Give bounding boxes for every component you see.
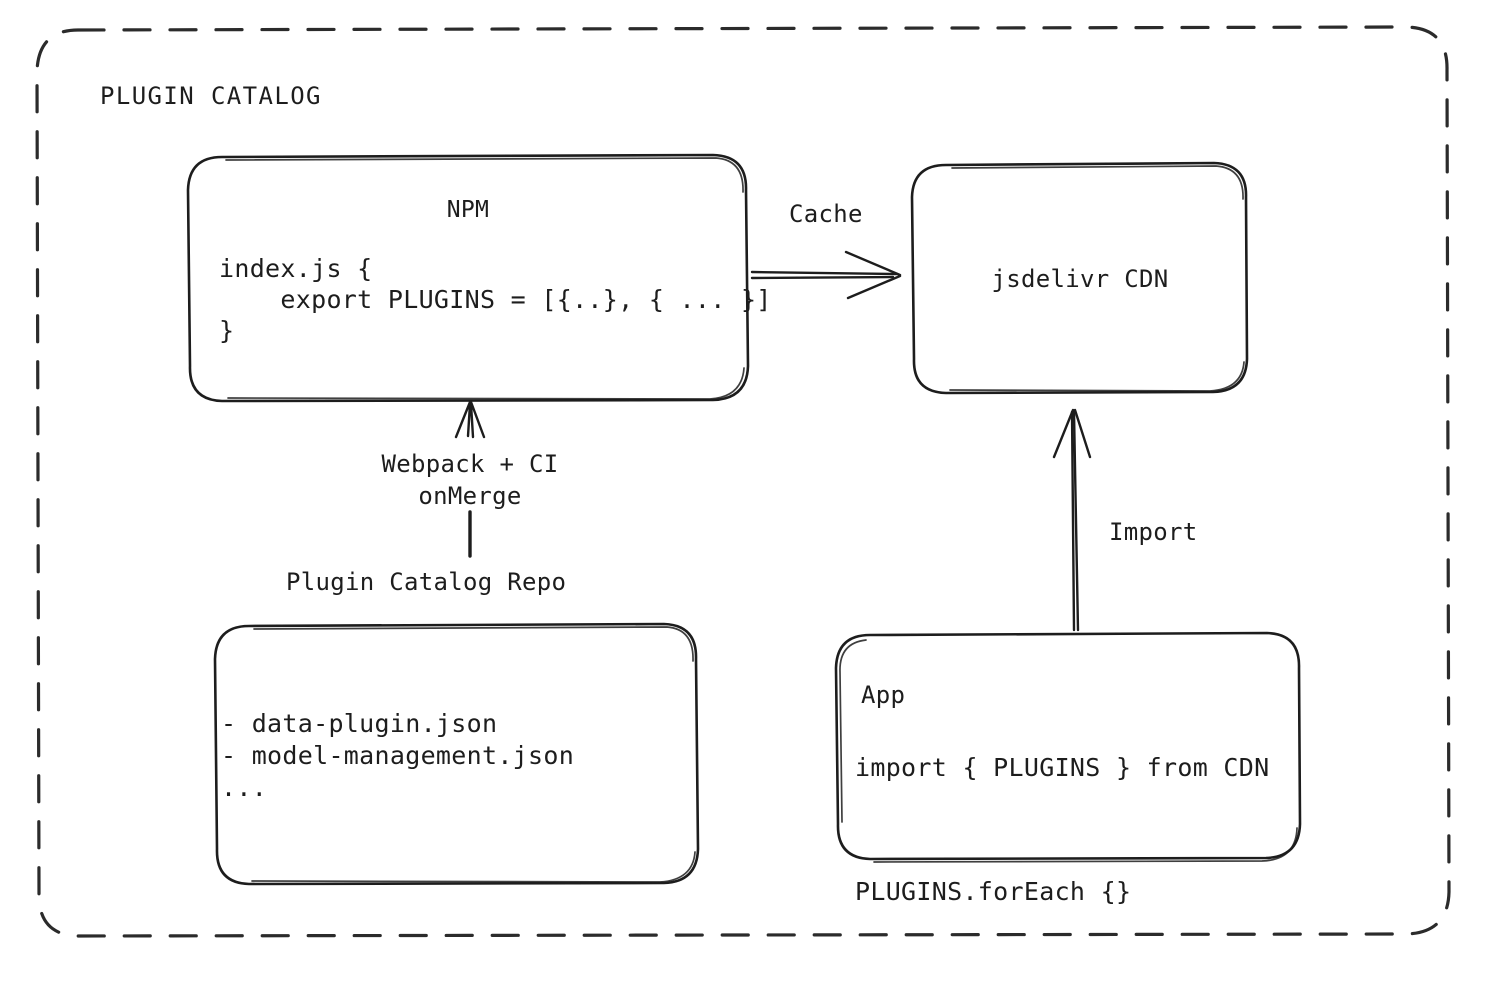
repo-node-caption: Plugin Catalog Repo — [286, 568, 567, 596]
cdn-node-title: jsdelivr CDN — [991, 265, 1169, 293]
edge-npm-to-cdn — [750, 250, 902, 300]
edge-label-cache: Cache — [789, 200, 863, 228]
npm-node-title: NPM — [446, 197, 490, 223]
repo-node-file-list: - data-plugin.json - model-management.js… — [221, 709, 575, 802]
edge-label-import: Import — [1109, 518, 1198, 546]
edge-label-webpack-ci-onmerge: Webpack + CI onMerge — [381, 450, 559, 510]
npm-node-code: index.js { export PLUGINS = [{..}, { ...… — [219, 254, 772, 345]
app-node-code: import { PLUGINS } from CDN PLUGINS.forE… — [855, 753, 1270, 906]
group-title: PLUGIN CATALOG — [100, 82, 322, 110]
app-node-title: App — [861, 681, 906, 709]
edge-app-to-cdn — [1052, 408, 1092, 632]
